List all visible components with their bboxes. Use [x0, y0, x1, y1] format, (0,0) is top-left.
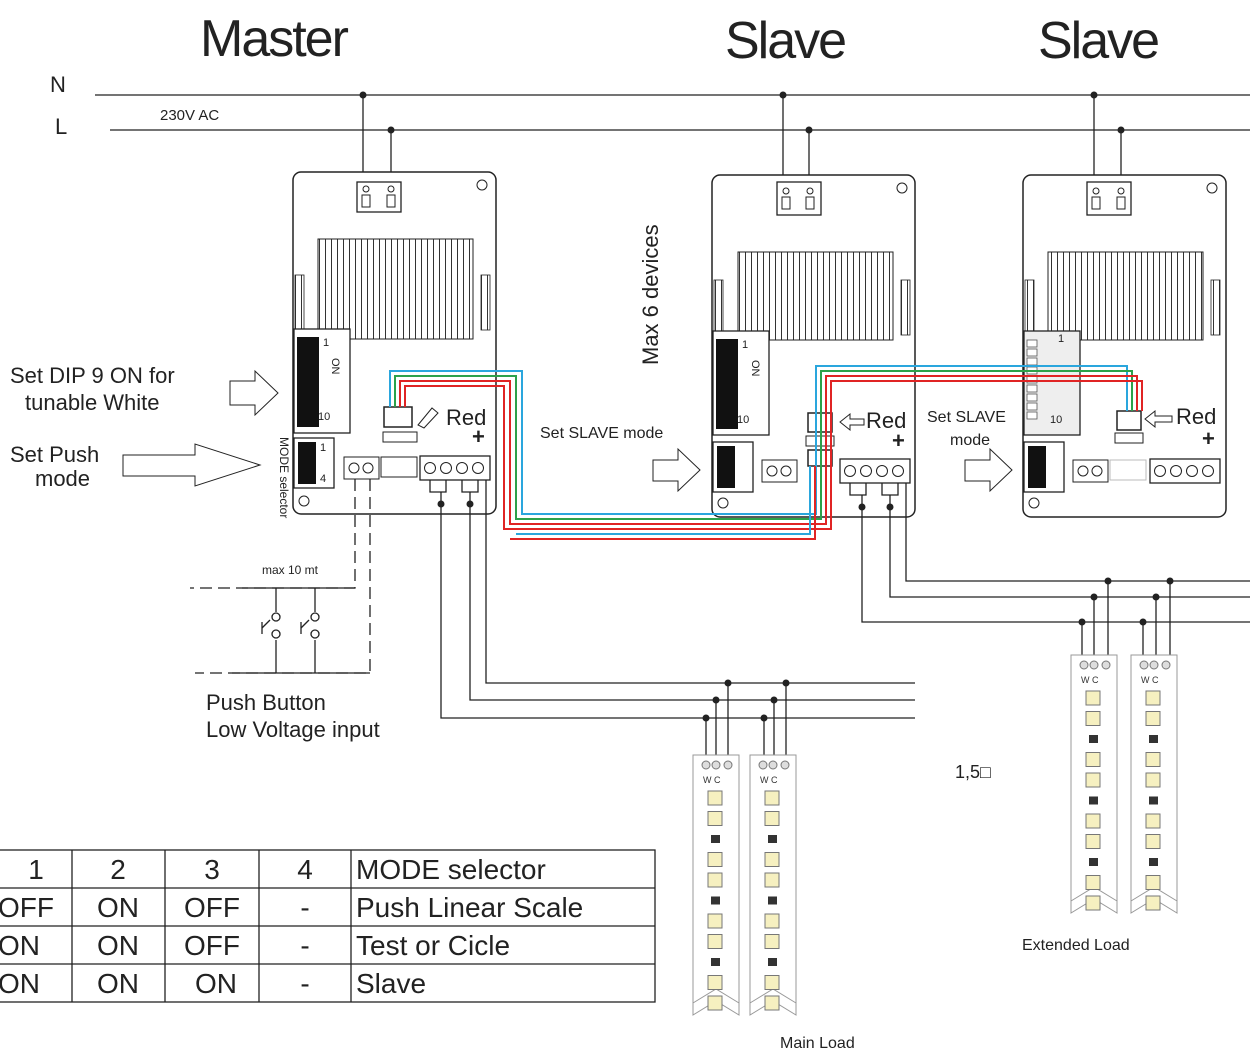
table-header-1: 1 — [28, 854, 44, 885]
max-devices-note: Max 6 devices — [638, 224, 663, 365]
dip10-label-10: 10 — [318, 411, 330, 423]
wire-section-note: 1,5□ — [955, 762, 991, 782]
table-cell-r2c3: OFF — [184, 930, 240, 961]
slave1-device: 1 ON 10 Red + — [711, 174, 916, 518]
bus-wires — [389, 365, 1143, 540]
set-slave-note-line2: mode — [950, 432, 990, 449]
push-mode-line2: mode — [35, 466, 90, 491]
slave1-plus-label: + — [892, 428, 905, 453]
mains-lines — [95, 94, 1250, 182]
table-cell-r1c3: OFF — [184, 892, 240, 923]
extended-load-strip-2: W C — [1130, 654, 1178, 914]
main-load-strip-2: W C — [749, 754, 797, 1016]
dip10-label-on: ON — [329, 358, 341, 375]
dip10-label-1: 1 — [323, 337, 329, 349]
table-header-3: 3 — [204, 854, 220, 885]
set-slave-arrow-icon — [652, 447, 701, 493]
push-button-label-line2: Low Voltage input — [206, 717, 380, 742]
push-mode-line1: Set Push — [10, 442, 99, 467]
extended-load-strip-2-terminal-label: W C — [1141, 675, 1159, 685]
main-load-strip-1-terminal-label: W C — [703, 775, 721, 785]
table-cell-r1c4: - — [300, 892, 309, 923]
title-slave-1: Slave — [725, 12, 845, 70]
label-l: L — [55, 114, 67, 139]
mode-selector-side-label: MODE selector — [277, 437, 291, 518]
label-voltage: 230V AC — [160, 107, 219, 124]
push-button-wiring — [190, 479, 371, 674]
led-strips: W C W C W C W C — [692, 654, 1178, 1016]
master-plus-label: + — [472, 424, 485, 449]
table-cell-r3c1: ON — [0, 968, 40, 999]
dip9-arrow-icon — [229, 369, 279, 417]
mode-table: 1 2 3 4 MODE selector OFF ON OFF - Push … — [0, 849, 656, 1003]
slave1-dip10-label-10: 10 — [737, 414, 749, 426]
extended-load-strip-1: W C — [1070, 654, 1118, 914]
push-button-label-line1: Push Button — [206, 690, 326, 715]
slave1-dip10-label-on: ON — [749, 360, 761, 377]
slave2-dip10-label-1: 1 — [1058, 333, 1064, 345]
table-cell-r2c2: ON — [97, 930, 139, 961]
main-load-strip-1: W C — [692, 754, 740, 1016]
set-slave2-arrow-icon — [964, 447, 1013, 493]
table-cell-r2c5: Test or Cicle — [356, 930, 510, 961]
table-header-mode: MODE selector — [356, 854, 546, 885]
extended-load-strip-1-terminal-label: W C — [1081, 675, 1099, 685]
label-n: N — [50, 72, 66, 97]
table-cell-r1c2: ON — [97, 892, 139, 923]
max-distance-note: max 10 mt — [262, 563, 319, 577]
table-header-2: 2 — [110, 854, 126, 885]
push-mode-arrow-icon — [122, 443, 262, 487]
table-cell-r1c5: Push Linear Scale — [356, 892, 583, 923]
title-master: Master — [200, 10, 349, 68]
table-cell-r3c4: - — [300, 968, 309, 999]
table-cell-r2c1: ON — [0, 930, 40, 961]
set-slave-mode-note: Set SLAVE mode — [540, 425, 663, 442]
title-slave-2: Slave — [1038, 12, 1158, 70]
slave2-dip10-label-10: 10 — [1050, 414, 1062, 426]
extended-load-wiring — [849, 483, 1250, 658]
slave1-dip10-label-1: 1 — [742, 339, 748, 351]
table-cell-r1c1: OFF — [0, 892, 54, 923]
main-load-strip-2-terminal-label: W C — [760, 775, 778, 785]
main-load-junctions — [437, 500, 790, 722]
dip4-label-1: 1 — [320, 442, 326, 454]
slave1-red-label: Red — [866, 408, 906, 433]
dip9-note-line2: tunable White — [25, 390, 160, 415]
mains-junctions — [359, 91, 1125, 134]
slave2-plus-label: + — [1202, 426, 1215, 451]
master-red-label: Red — [446, 405, 486, 430]
main-load-wiring — [429, 480, 915, 760]
master-device: 1 ON 10 1 4 Red + — [292, 171, 497, 515]
table-cell-r3c2: ON — [97, 968, 139, 999]
set-slave-note-line1: Set SLAVE — [927, 409, 1006, 426]
slave2-device: 1 10 Red + — [1022, 174, 1227, 518]
table-cell-r2c4: - — [300, 930, 309, 961]
table-header-4: 4 — [297, 854, 313, 885]
main-load-label: Main Load — [780, 1035, 855, 1052]
dip4-label-4: 4 — [320, 473, 326, 485]
slave2-red-label: Red — [1176, 404, 1216, 429]
table-cell-r3c5: Slave — [356, 968, 426, 999]
extended-load-junctions — [858, 503, 1174, 626]
dip9-note-line1: Set DIP 9 ON for — [10, 363, 175, 388]
extended-load-label: Extended Load — [1022, 937, 1130, 954]
table-cell-r3c3: ON — [195, 968, 237, 999]
